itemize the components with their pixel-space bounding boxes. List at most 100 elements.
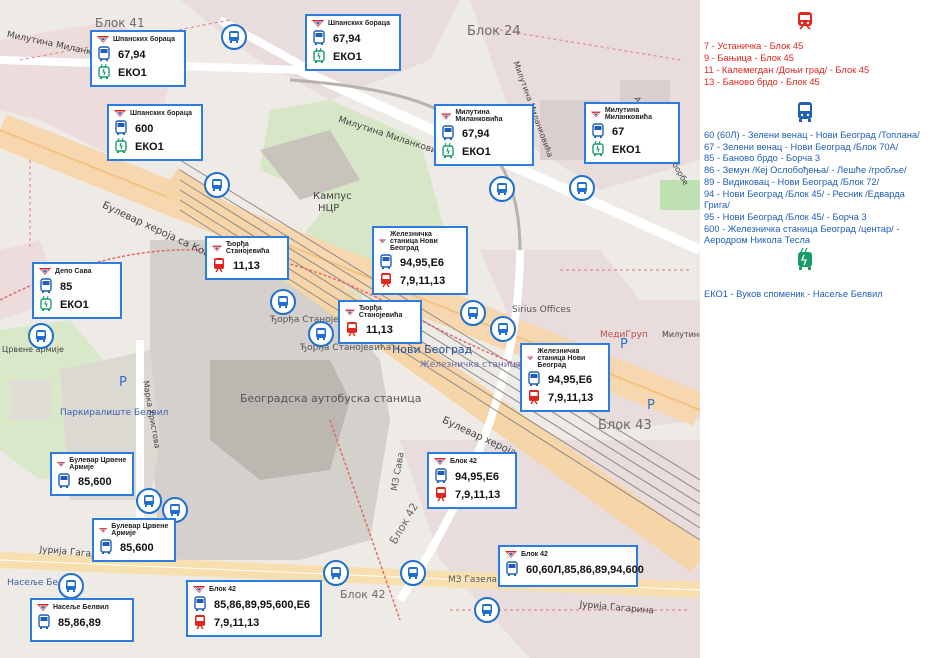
gsp-logo-icon xyxy=(39,268,51,275)
bus-icon xyxy=(441,124,455,144)
stop-info-title-row: Ђорђа Станојевића xyxy=(212,241,282,255)
bus-icon xyxy=(505,560,519,580)
stop-info-box[interactable]: Булевар Црвене Армије 85,600 xyxy=(50,452,134,496)
gsp-logo-icon xyxy=(379,239,386,244)
transit-stop-marker[interactable] xyxy=(136,488,162,514)
tram-lines-legend-item: 11 - Калемегдан /Доњи град/ - Блок 45 xyxy=(704,65,870,75)
stop-info-box[interactable]: Ђорђа Станојевића 11,13 xyxy=(205,236,289,280)
stop-info-box[interactable]: Блок 42 94,95,Е6 7,9,11,13 xyxy=(427,452,517,509)
stop-info-title-row: Железничка станица Нови Београд xyxy=(527,348,603,369)
gsp-logo-icon xyxy=(527,356,534,361)
tram-icon xyxy=(527,389,541,408)
stop-info-title-row: Булевар Црвене Армије xyxy=(57,457,127,471)
stop-info-title-row: Ђорђа Станојевића xyxy=(345,305,415,319)
map-label-blok42-bottom: Блок 42 xyxy=(340,588,386,601)
trolleybus-icon xyxy=(97,63,111,83)
bus-lines-legend-item: Грига/ xyxy=(704,200,730,211)
stop-name: Милутина Миланковића xyxy=(604,107,652,121)
transit-stop-marker[interactable] xyxy=(323,560,349,586)
line-numbers: 94,95,Е6 xyxy=(400,257,445,269)
bus-icon xyxy=(57,472,71,492)
transit-stop-marker[interactable] xyxy=(28,323,54,349)
bus-icon xyxy=(379,253,393,273)
line-numbers: 94,95,Е6 xyxy=(455,471,500,483)
map-label-sirius: Sirius Offices xyxy=(512,305,571,315)
line-numbers: 11,13 xyxy=(233,260,260,272)
stop-name: Блок 42 xyxy=(450,458,477,465)
transit-stop-marker[interactable] xyxy=(400,560,426,586)
map-label-ncr: НЦР xyxy=(318,203,340,214)
bus-icon xyxy=(97,45,111,65)
stop-info-box[interactable]: Булевар Црвене Армије 85,600 xyxy=(92,518,176,562)
trolleybus-icon xyxy=(39,295,53,315)
gsp-logo-icon xyxy=(505,551,517,558)
line-numbers: 85,86,89 xyxy=(58,617,101,629)
gsp-logo-icon xyxy=(114,110,126,117)
stop-name: Блок 42 xyxy=(521,551,548,558)
stop-info-title-row: Булевар Црвене Армије xyxy=(99,523,169,537)
line-row: ЕКО1 xyxy=(441,142,527,162)
bus-lines-legend-item: 89 - Видиковац - Нови Београд /Блок 72/ xyxy=(704,176,880,187)
stop-info-box[interactable]: Железничка станица Нови Београд 94,95,Е6 7… xyxy=(372,226,468,295)
bus-lines-legend-item: 95 - Нови Београд /Блок 45/ - Борча 3 xyxy=(704,211,867,222)
transit-stop-marker[interactable] xyxy=(204,172,230,198)
transit-stop-marker[interactable] xyxy=(490,316,516,342)
gsp-logo-icon xyxy=(193,586,205,593)
bus-icon xyxy=(527,370,541,390)
trolleybus-icon xyxy=(794,247,816,274)
stop-name: Булевар Црвене Армије xyxy=(111,523,169,537)
map-label-kampus: Кампус xyxy=(313,191,352,202)
stop-info-title-row: Милутина Миланковића xyxy=(591,107,673,121)
stop-info-title-row: Шпанских бораца xyxy=(312,19,394,28)
line-numbers: 85,600 xyxy=(120,542,154,554)
trolleybus-icon xyxy=(441,142,455,162)
line-row: 7,9,11,13 xyxy=(434,486,510,504)
line-numbers: 94,95,Е6 xyxy=(548,374,593,386)
transit-stop-marker[interactable] xyxy=(58,573,84,599)
line-row: 60,60Л,85,86,89,94,600 xyxy=(505,560,644,580)
transit-stop-marker[interactable] xyxy=(270,289,296,315)
stop-info-box[interactable]: Блок 42 60,60Л,85,86,89,94,600 xyxy=(498,545,644,587)
transit-stop-marker[interactable] xyxy=(489,176,515,202)
tram-icon xyxy=(345,321,359,340)
transit-stop-marker[interactable] xyxy=(474,597,500,623)
bus-icon xyxy=(39,277,53,297)
stop-name: Милутина Миланковића xyxy=(455,109,503,123)
line-row: 11,13 xyxy=(212,257,282,275)
line-row: 67,94 xyxy=(97,45,179,65)
gsp-logo-icon xyxy=(312,20,324,27)
line-numbers: 67,94 xyxy=(333,33,361,45)
line-numbers: 85,600 xyxy=(78,476,112,488)
map-label-djordja-stanojevica2: Ђорђа Станојевића xyxy=(300,343,392,353)
line-row: 94,95,Е6 xyxy=(527,370,603,390)
stop-info-title-row: Шпанских бораца xyxy=(114,109,196,118)
transit-stop-marker[interactable] xyxy=(221,24,247,50)
stop-name: Блок 42 xyxy=(209,586,236,593)
line-row: ЕКО1 xyxy=(97,63,179,83)
line-row: 7,9,11,13 xyxy=(193,614,315,632)
map-label-milutina-right: Милутина Миланковића xyxy=(662,330,700,339)
bus-icon xyxy=(99,538,113,558)
transit-stop-marker[interactable] xyxy=(460,300,486,326)
map-label-zeleznicka: Железничка станица "Нови Београд" xyxy=(420,360,599,370)
bus-lines-legend-item: 600 - Железничка станица Београд /центар… xyxy=(704,223,900,234)
transit-stop-marker[interactable] xyxy=(308,321,334,347)
stop-info-title-row: Железничка станица Нови Београд xyxy=(379,231,461,252)
gsp-logo-icon xyxy=(212,245,222,251)
line-numbers: 7,9,11,13 xyxy=(400,275,446,287)
stop-name: Железничка станица Нови Београд xyxy=(537,348,586,369)
line-numbers: 60,60Л,85,86,89,94,600 xyxy=(526,564,644,576)
trolleybus-icon xyxy=(312,47,326,67)
transit-stop-marker[interactable] xyxy=(569,175,595,201)
